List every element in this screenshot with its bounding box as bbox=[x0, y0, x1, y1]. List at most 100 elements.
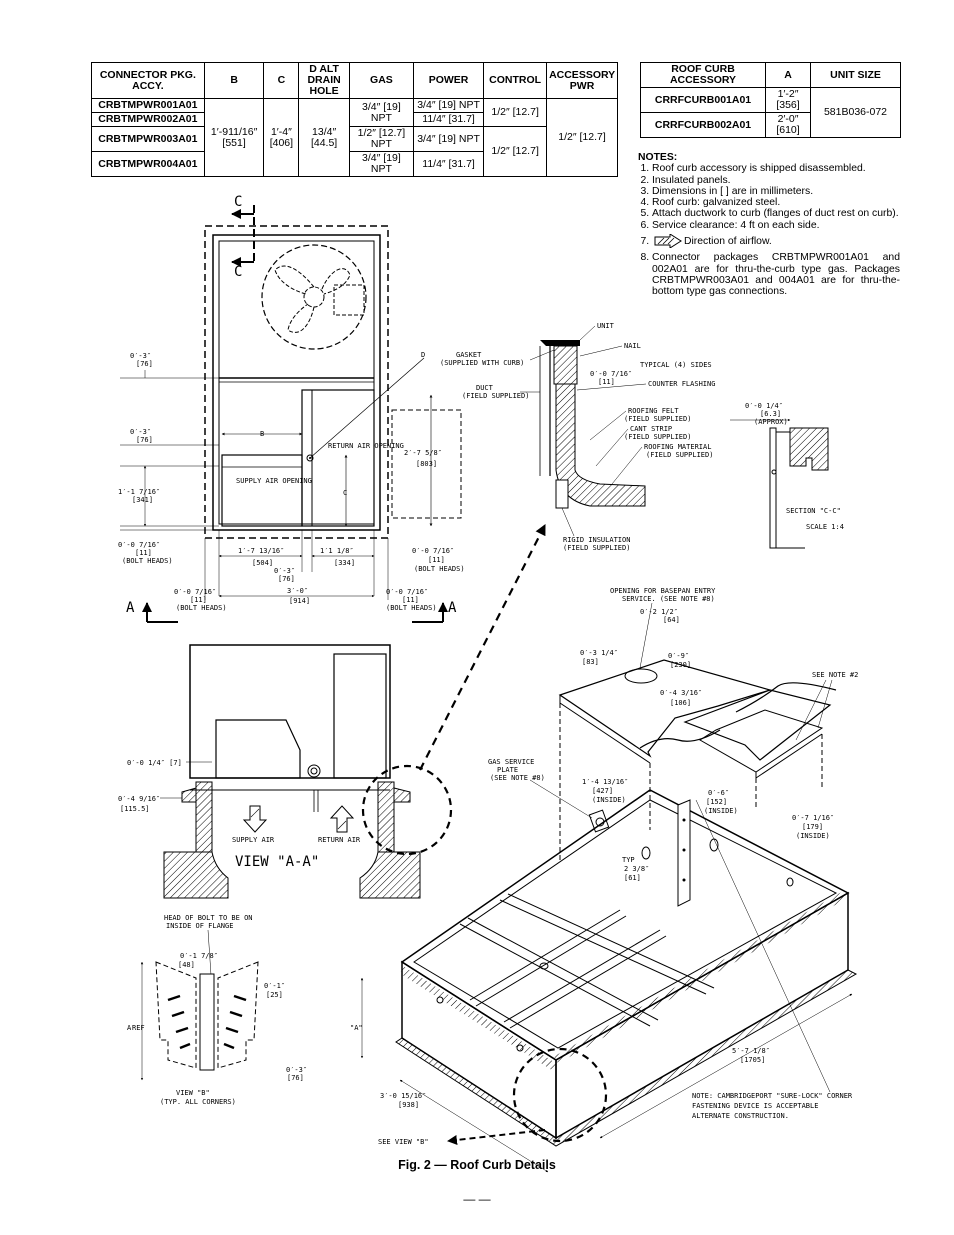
view-b-sub: (TYP. ALL CORNERS) bbox=[160, 1098, 236, 1106]
label-d: D bbox=[421, 351, 425, 359]
note-item: Roof curb accessory is shipped disassemb… bbox=[652, 163, 900, 174]
section-c-marker-bottom: C bbox=[234, 264, 242, 280]
dim-11-br: [11] bbox=[402, 596, 419, 604]
top-cover-panel bbox=[558, 659, 773, 758]
dim-0-3: 0′-3 1/4″ bbox=[580, 649, 618, 657]
label-head-of-bolt: HEAD OF BOLT TO BE ON bbox=[164, 914, 253, 922]
airflow-arrow-icon bbox=[654, 234, 682, 249]
dim-0-0-br: 0′-0 7/16″ bbox=[386, 588, 428, 596]
view-a-a-title: VIEW "A-A" bbox=[235, 854, 319, 870]
label-opening: OPENING FOR BASEPAN ENTRY bbox=[610, 587, 716, 595]
connector-package-table: CONNECTOR PKG. ACCY. B C D ALT DRAIN HOL… bbox=[91, 62, 618, 177]
corner-panel-left bbox=[155, 961, 197, 1069]
dim-0-2: 0′-2 1/2″ bbox=[640, 608, 678, 616]
dim-1-7: 1′-7 13/16″ bbox=[238, 547, 284, 555]
dim-230: [230] bbox=[670, 661, 691, 669]
dim-83: [83] bbox=[582, 658, 599, 666]
dim-341: [341] bbox=[132, 496, 153, 504]
dim-2-7: 2′-7 5/8″ bbox=[404, 449, 442, 457]
col-header-power: POWER bbox=[412, 62, 485, 99]
label-c: C bbox=[343, 489, 347, 497]
fan-blade bbox=[274, 265, 315, 295]
basepan-entry-opening bbox=[624, 668, 658, 684]
top-cover-panel bbox=[559, 695, 651, 764]
label-roofing-felt-sub: (FIELD SUPPLIED) bbox=[624, 415, 691, 423]
dim-0-6: 0′-6″ bbox=[708, 789, 729, 797]
note-line-1: NOTE: CAMBRIDGEPORT "SURE-LOCK" CORNER bbox=[692, 1092, 853, 1100]
label-counter-flashing: COUNTER FLASHING bbox=[648, 380, 715, 388]
fan-blade bbox=[287, 303, 315, 333]
fan-motor bbox=[333, 284, 365, 316]
note-item: Attach ductwork to curb (flanges of duct… bbox=[652, 208, 900, 219]
view-a-a: 0′-0 1/4″ [7] 0′-4 9/16″ [115.5] SUPPLY … bbox=[118, 644, 453, 899]
dim-115: [115.5] bbox=[120, 805, 150, 813]
inside-2: (INSIDE) bbox=[704, 807, 738, 815]
label-service: SERVICE. (SEE NOTE #8) bbox=[622, 595, 715, 603]
label-inside-flange: INSIDE OF FLANGE bbox=[166, 922, 233, 930]
label-duct-sub: (FIELD SUPPLIED) bbox=[462, 392, 529, 400]
note-item: Insulated panels. bbox=[652, 175, 900, 186]
isometric-curb: OPENING FOR BASEPAN ENTRY SERVICE. (SEE … bbox=[350, 587, 858, 1173]
base-flange bbox=[395, 969, 858, 1147]
corner-panel-right bbox=[217, 961, 259, 1069]
bolt-heads-br: (BOLT HEADS) bbox=[386, 604, 437, 612]
dim-0-0-right: 0′-0 7/16″ bbox=[412, 547, 454, 555]
dim-0-4: 0′-4 3/16″ bbox=[660, 689, 702, 697]
dim-section: 0′-0 1/4″ bbox=[745, 402, 783, 410]
dim-0-0-left: 0′-0 7/16″ bbox=[118, 541, 160, 549]
dim-3-0-iso: 3′-0 15/16″ bbox=[380, 1092, 426, 1100]
label-b: B bbox=[260, 430, 264, 438]
dim-0-4: 0′-4 9/16″ bbox=[118, 795, 160, 803]
table-cell-pkg: CRBTMPWR004A01 bbox=[91, 151, 205, 177]
dim-48: [48] bbox=[178, 961, 195, 969]
label-return-air: RETURN AIR OPENING bbox=[328, 442, 404, 450]
notes-list: Roof curb accessory is shipped disassemb… bbox=[638, 163, 900, 297]
note-item-airflow: Direction of airflow. bbox=[652, 234, 900, 249]
curb-wall bbox=[555, 383, 646, 507]
top-cover-panel-2 bbox=[683, 689, 832, 761]
dim-1-4: 1′-4 13/16″ bbox=[582, 778, 628, 786]
dim-179: [179] bbox=[802, 823, 823, 831]
table-cell-c: 1′-4″ [406] bbox=[263, 98, 300, 177]
dim-0-1: 0′-1″ bbox=[264, 982, 285, 990]
label-cant-strip-sub: (FIELD SUPPLIED) bbox=[624, 433, 691, 441]
col-header-accessory: ROOF CURB ACCESSORY bbox=[640, 62, 766, 88]
col-header-c: C bbox=[263, 62, 300, 99]
label-a-ref: A bbox=[127, 1024, 132, 1032]
view-b-callout-circle bbox=[512, 1047, 608, 1143]
cross-member bbox=[459, 923, 651, 1027]
note-line-2: FASTENING DEVICE IS ACCEPTABLE bbox=[692, 1102, 818, 1110]
fan-icon bbox=[261, 244, 367, 350]
label-plate: PLATE bbox=[497, 766, 518, 774]
section-a-marker-right: A bbox=[448, 600, 457, 616]
note-item: Service clearance: 4 ft on each side. bbox=[652, 220, 900, 231]
section-c-c: 0′-0 1/4″ [6.3] (APPROX) SECTION "C-C" S… bbox=[730, 402, 844, 549]
table-cell-gas: 3/4″ [19] NPT bbox=[348, 98, 414, 127]
dim-152: [152] bbox=[706, 798, 727, 806]
unit-inner bbox=[218, 240, 375, 525]
curb-top-inner bbox=[413, 799, 838, 1049]
break-line bbox=[639, 729, 721, 749]
label-typ: TYP bbox=[622, 856, 635, 864]
unit-panel bbox=[333, 653, 387, 779]
label-rigid-insulation-sub: (FIELD SUPPLIED) bbox=[563, 544, 630, 552]
drain-hole-d bbox=[306, 454, 314, 462]
table-cell-accessory: CRRFCURB002A01 bbox=[640, 112, 766, 138]
table-cell-gas: 3/4″ [19] NPT bbox=[348, 151, 414, 177]
table-cell-a: 2′-0″ [610] bbox=[765, 112, 811, 138]
curb-outline-dashed bbox=[204, 225, 389, 539]
col-header-accessory: ACCESSORY PWR bbox=[546, 62, 618, 99]
dim-0-1-7: 0′-1 7/8″ bbox=[180, 952, 218, 960]
col-header-b: B bbox=[203, 62, 265, 99]
unit-outline bbox=[212, 234, 381, 531]
dim-334: [334] bbox=[334, 559, 355, 567]
dim-11-bl: [11] bbox=[190, 596, 207, 604]
table-cell-accessory: CRRFCURB001A01 bbox=[640, 87, 766, 113]
label-typical-sides: TYPICAL (4) SIDES bbox=[640, 361, 712, 369]
dim-section-mm: [6.3] bbox=[760, 410, 781, 418]
dim-76: [76] bbox=[136, 360, 153, 368]
dim-0-9: 0′-9″ bbox=[668, 652, 689, 660]
label-ref: REF bbox=[132, 1024, 145, 1032]
table-cell-d: 13/4″ [44.5] bbox=[298, 98, 350, 177]
